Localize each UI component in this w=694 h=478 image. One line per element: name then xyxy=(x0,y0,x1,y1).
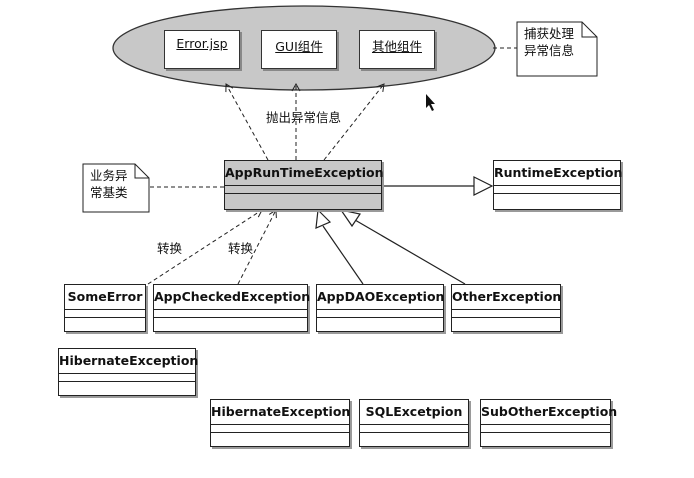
component-other-label: 其他组件 xyxy=(371,39,422,54)
convert-arrow-someerror xyxy=(147,209,263,285)
extends-dao-triangle xyxy=(315,208,332,229)
class-app-checked-exception-name: AppCheckedException xyxy=(154,285,310,310)
methods-section xyxy=(211,433,349,440)
extends-runtime-triangle xyxy=(473,176,494,196)
class-runtime-exception: RuntimeException xyxy=(493,160,622,210)
class-runtime-exception-name: RuntimeException xyxy=(494,161,622,186)
class-app-checked-exception: AppCheckedException xyxy=(153,284,310,332)
throw-arrow-other xyxy=(323,83,385,161)
methods-section xyxy=(225,194,381,201)
class-some-error: SomeError xyxy=(64,284,146,332)
attributes-section xyxy=(225,186,381,194)
component-error-jsp: Error.jsp xyxy=(164,30,240,69)
class-hibernate-exception-left-name: HibernateException xyxy=(59,349,198,374)
attributes-section xyxy=(65,310,145,318)
attributes-section xyxy=(59,374,195,382)
catch-note-text: 捕获处理 异常信息 xyxy=(524,26,575,58)
catch-note-shape xyxy=(516,21,598,77)
methods-section xyxy=(59,382,195,389)
attributes-section xyxy=(360,425,468,433)
class-other-exception: OtherException xyxy=(451,284,561,332)
class-app-runtime-exception-name: AppRunTimeException xyxy=(225,161,384,186)
class-hibernate-exception-bottom-name: HibernateException xyxy=(211,400,350,425)
methods-section xyxy=(494,194,620,201)
class-app-dao-exception-name: AppDAOException xyxy=(317,285,444,310)
attributes-section xyxy=(211,425,349,433)
extends-other-triangle xyxy=(339,209,361,228)
base-note-text: 业务异 常基类 xyxy=(90,168,128,200)
attributes-section xyxy=(317,310,443,318)
throw-arrow-errorjsp xyxy=(225,83,269,161)
methods-section xyxy=(317,318,443,325)
methods-section xyxy=(481,433,610,440)
class-app-dao-exception: AppDAOException xyxy=(316,284,444,332)
base-note-shape xyxy=(82,163,150,213)
convert-left-label: 转换 xyxy=(157,241,183,256)
class-some-error-name: SomeError xyxy=(65,285,145,310)
class-sub-other-exception: SubOtherException xyxy=(480,399,617,447)
component-error-jsp-label: Error.jsp xyxy=(176,36,228,51)
methods-section xyxy=(65,318,145,325)
methods-section xyxy=(360,433,468,440)
class-app-runtime-exception: AppRunTimeException xyxy=(224,160,384,210)
class-sql-exception-name: SQLExcetpion xyxy=(360,400,468,425)
component-gui: GUI组件 xyxy=(261,30,337,69)
component-other: 其他组件 xyxy=(359,30,435,69)
throw-label: 抛出异常信息 xyxy=(266,110,342,125)
class-hibernate-exception-left: HibernateException xyxy=(58,348,198,396)
class-sub-other-exception-name: SubOtherException xyxy=(481,400,617,425)
attributes-section xyxy=(494,186,620,194)
attributes-section xyxy=(452,310,560,318)
attributes-section xyxy=(154,310,307,318)
convert-right-label: 转换 xyxy=(228,241,254,256)
class-sql-exception: SQLExcetpion xyxy=(359,399,469,447)
methods-section xyxy=(452,318,560,325)
class-other-exception-name: OtherException xyxy=(452,285,561,310)
methods-section xyxy=(154,318,307,325)
attributes-section xyxy=(481,425,610,433)
mouse-cursor-icon xyxy=(426,94,435,111)
extends-other-line xyxy=(354,219,466,285)
class-hibernate-exception-bottom: HibernateException xyxy=(210,399,350,447)
component-gui-label: GUI组件 xyxy=(275,39,323,54)
extends-dao-line xyxy=(322,225,364,285)
